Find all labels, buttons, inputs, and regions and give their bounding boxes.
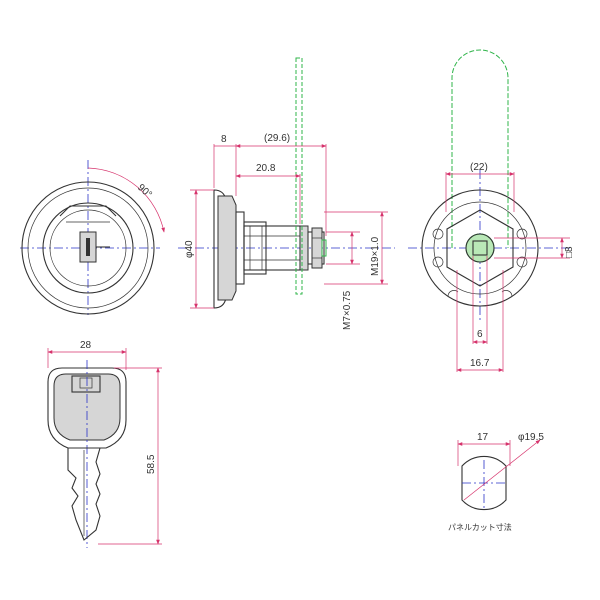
rotation-angle-label: 90°	[135, 182, 154, 200]
dim-panel-cut-flat: 17	[477, 432, 489, 443]
dim-shaft-width: 6	[477, 329, 483, 340]
dim-flange-thickness: 8	[221, 134, 227, 145]
dim-thread-minor: M7×0.75	[342, 290, 353, 330]
dim-cam-width: (22)	[470, 162, 488, 173]
dim-body-length: 20.8	[256, 163, 276, 174]
dim-thread-major: M19×1.0	[370, 236, 381, 276]
key-view: 28 58.5	[47, 340, 162, 548]
panel-cut-caption: パネルカット寸法	[448, 522, 512, 532]
dim-key-length: 58.5	[146, 454, 157, 474]
dim-shaft-flat: □8	[564, 246, 575, 258]
side-view: 8 (29.6) 20.8 φ40 M19×1.0 M7×0.75	[178, 57, 395, 330]
dim-flange-diameter: φ40	[184, 240, 195, 258]
front-view: 90°	[20, 160, 165, 315]
dim-panel-cut-diameter: φ19.5	[518, 432, 544, 443]
dim-overall-length: (29.6)	[264, 133, 290, 144]
dim-nut-width: 16.7	[470, 358, 490, 369]
panel-cut-view: 17 φ19.5 パネルカット寸法	[448, 432, 544, 532]
rear-view: (22) □8 6 16.7	[408, 49, 575, 372]
dim-key-width: 28	[80, 340, 92, 351]
